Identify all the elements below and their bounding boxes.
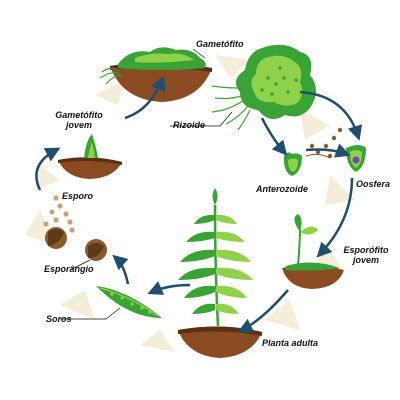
label-gametofito-jovem: Gametófito jovem [48,110,110,130]
label-esporo: Esporo [62,191,94,201]
young-gametophyte [58,134,122,179]
young-sporophyte [282,214,344,289]
sori-leaflet [96,286,162,318]
label-anterozoide: Anterozoide [256,184,309,194]
sporangia [45,227,107,261]
label-esporofito-line2: jovem [352,255,379,265]
spores [43,195,75,233]
label-esporangio: Esporângio [44,264,94,274]
label-gametofito-jovem-line1: Gametófito [55,110,103,120]
label-esporofito-line1: Esporófito [343,245,389,255]
leader-lines [60,48,233,320]
label-gametofito-jovem-line2: jovem [65,120,92,130]
label-planta-adulta: Planta adulta [262,338,319,348]
label-oosfera: Oosfera [356,179,391,189]
label-esporofito-jovem: Esporófito jovem [336,245,396,265]
archegonium [346,145,366,172]
antheridium [283,152,302,176]
label-rizoide: Rizoide [173,120,206,130]
label-gametofito: Gametófito [196,39,244,49]
cycle-arrows [35,75,363,333]
adult-fern [178,188,262,358]
label-soros: Soros [46,314,72,324]
sperm-cells [305,127,343,159]
gametophyte-heart [211,44,316,131]
